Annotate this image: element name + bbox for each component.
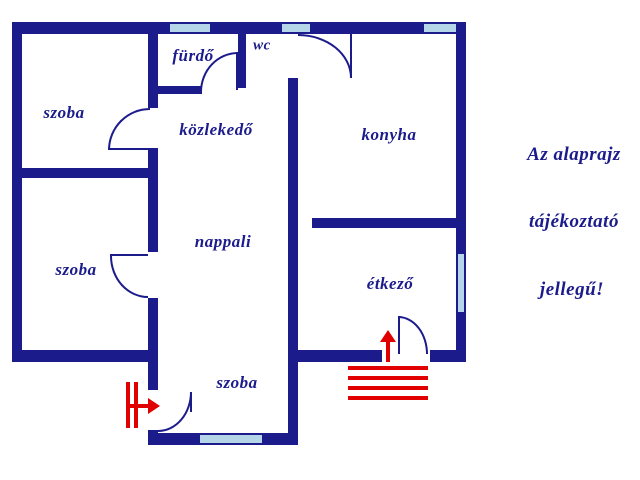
wall-furdo-bottom [158,86,202,94]
door-arc-szoba-bottom [158,392,192,432]
wall-right [456,22,466,362]
room-label-wc: wc [253,37,271,54]
door-arc-etkezo [398,316,428,354]
door-leaf-konyha [350,34,352,78]
room-label-nappali: nappali [194,232,252,251]
room-label-konyha: konyha [361,125,417,144]
door-leaf-szoba-mid [110,254,148,256]
wall-bottom-right-a [288,350,382,362]
room-label-etkezo: étkező [366,274,414,293]
room-label-szoba-mid: szoba [55,260,97,279]
wall-left [12,22,22,362]
window-top-1 [168,22,212,34]
room-label-szoba-bottom: szoba [216,373,258,392]
wall-vertA-4 [148,430,158,445]
door-arc-szoba-mid [110,256,148,298]
door-leaf-furdo [236,52,238,90]
note-line-1: Az alaprajz [527,144,621,165]
door-arc-konyha [298,34,352,78]
window-top-3 [422,22,458,34]
door-arc-szoba-top [108,108,150,150]
wall-vertA-1 [148,22,158,108]
wall-szoba-divider [12,168,158,178]
wall-vertA-3 [148,298,158,390]
stairs-step-1 [348,366,428,370]
note-line-2: tájékoztató [529,211,619,232]
door-leaf-szoba-bottom [190,392,192,412]
wall-bottom-right-b [430,350,466,362]
up-arrow-icon [380,330,396,342]
wall-konyha-etkezo-divider [312,218,456,228]
stairs-step-3 [348,386,428,390]
stairs-step-4 [348,396,428,400]
up-arrow-shaft [386,342,390,362]
right-arrow-icon [148,398,160,414]
window-top-2 [280,22,312,34]
wall-bottom-left [12,350,158,362]
stairs-step-2 [348,376,428,380]
room-label-szoba-top: szoba [43,103,85,122]
door-leaf-etkezo [398,316,400,354]
room-label-furdo: fürdő [172,46,214,65]
wall-vertA-2 [148,148,158,252]
window-right [456,252,466,314]
door-leaf-szoba-top [108,148,148,150]
room-label-kozlekedo: közlekedő [179,120,253,139]
wall-furdo-wc-divider [238,22,246,88]
wall-vertB-2 [288,78,298,445]
right-arrow-shaft [128,404,150,408]
window-bottom-room [198,433,264,445]
note-line-3: jellegű! [539,279,605,300]
